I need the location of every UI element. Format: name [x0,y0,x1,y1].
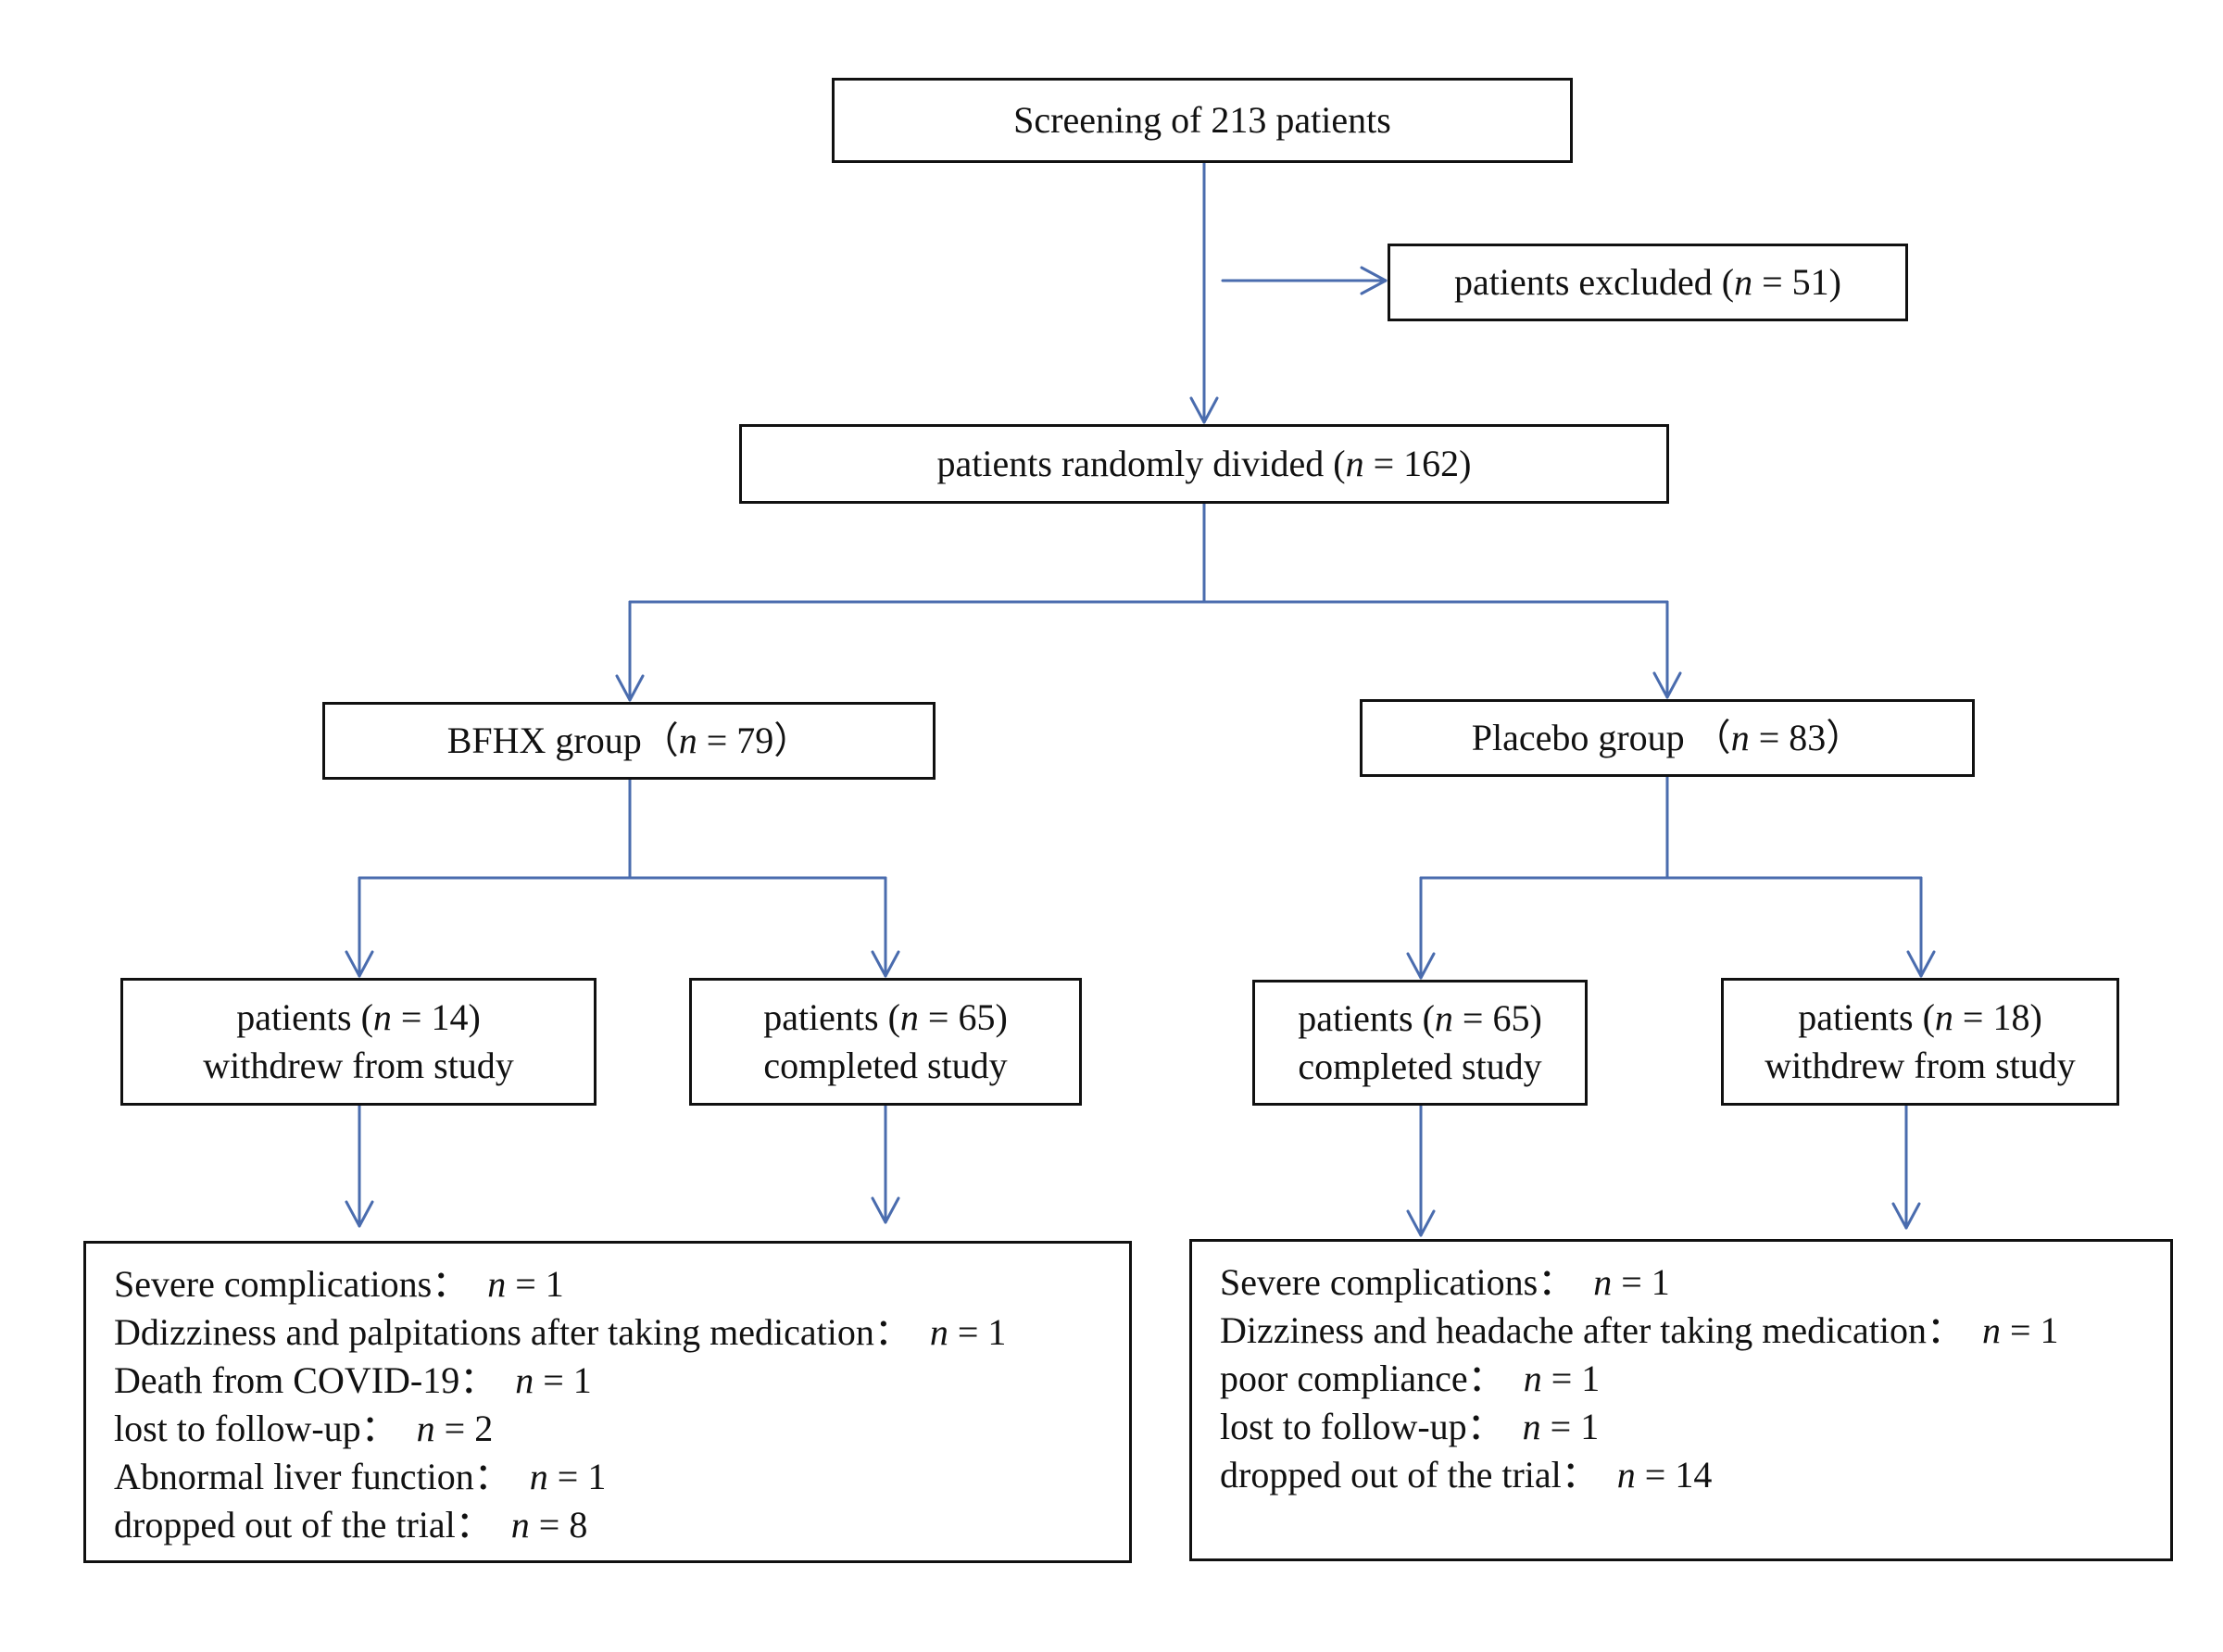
reason-n-symbol: n [416,1408,435,1449]
arrow-bfhx-completed-down-head [871,1196,900,1224]
reason-n-symbol: n [929,1311,948,1353]
reason-n-symbol: n [529,1456,548,1497]
reason-count: = 1 [1541,1358,1601,1399]
arrow-to-placebo-group-head [1652,671,1682,699]
reason-label: dropped out of the trial： [1220,1454,1599,1496]
reason-item: Ddizziness and palpitations after taking… [114,1308,1006,1357]
excluded-label: patients excluded (n = 51) [1454,261,1841,303]
reason-label: Dizziness and headache after taking medi… [1220,1309,1964,1351]
reason-label: Death from COVID-19： [114,1359,497,1401]
placebo-withdrew-box: patients (n = 18) withdrew from study [1721,978,2119,1106]
bfhx-completed-status: completed study [763,1045,1008,1086]
placebo-withdrew-count: patients (n = 18) [1798,996,2042,1038]
placebo-completed-box: patients (n = 65) completed study [1252,980,1588,1106]
arrow-to-bfhx-completed-head [871,950,900,978]
screening-label: Screening of 213 patients [1013,99,1391,141]
arrow-screening-to-randomized-head [1189,396,1219,424]
reason-label: lost to follow-up： [114,1408,398,1449]
reason-count: = 1 [506,1263,564,1305]
reason-item: lost to follow-up： n = 1 [1220,1403,1599,1451]
reason-item: lost to follow-up： n = 2 [114,1405,493,1453]
reason-count: = 1 [948,1311,1007,1353]
reason-item: poor compliance： n = 1 [1220,1355,1600,1403]
placebo-completed-status: completed study [1298,1045,1542,1087]
bfhx-group-label: BFHX group（n = 79） [446,720,811,761]
reason-item: Severe complications： n = 1 [1220,1258,1670,1307]
reason-count: = 1 [1612,1261,1670,1303]
placebo-group-label: Placebo group （n = 83） [1471,717,1864,758]
reason-n-symbol: n [1982,1309,2001,1351]
randomized-label: patients randomly divided (n = 162) [936,443,1472,484]
placebo-group-box: Placebo group （n = 83） [1360,699,1975,777]
arrow-placebo-completed-down-head [1406,1209,1436,1237]
arrow-placebo-withdrew-to-reasons-head [1891,1202,1921,1230]
bfhx-group-box: BFHX group（n = 79） [322,702,936,780]
reason-item: Severe complications： n = 1 [114,1260,564,1308]
reason-label: dropped out of the trial： [114,1504,493,1546]
reason-item: dropped out of the trial： n = 8 [114,1501,587,1549]
reason-label: Abnormal liver function： [114,1456,511,1497]
arrow-to-placebo-withdrew-head [1906,950,1936,978]
reason-item: Death from COVID-19： n = 1 [114,1357,592,1405]
reason-count: = 2 [434,1408,494,1449]
reason-count: = 1 [547,1456,607,1497]
bfhx-withdrew-status: withdrew from study [203,1045,514,1086]
reason-count: = 1 [534,1359,592,1401]
reason-label: Severe complications： [1220,1261,1576,1303]
reason-label: Ddizziness and palpitations after taking… [114,1311,911,1353]
reason-n-symbol: n [510,1504,530,1546]
excluded-box: patients excluded (n = 51) [1388,244,1908,321]
bfhx-completed-box: patients (n = 65) completed study [689,978,1082,1106]
arrow-to-excluded-head [1360,266,1388,295]
bfhx-withdrew-count: patients (n = 14) [236,996,481,1038]
arrow-to-bfhx-withdrew-head [345,950,374,978]
reason-n-symbol: n [1593,1261,1613,1303]
reason-n-symbol: n [1616,1454,1636,1496]
reason-item: Dizziness and headache after taking medi… [1220,1307,2059,1355]
placebo-withdrew-status: withdrew from study [1765,1045,2076,1086]
reason-n-symbol: n [1522,1406,1541,1447]
reason-count: = 8 [529,1504,588,1546]
randomized-box: patients randomly divided (n = 162) [739,424,1669,504]
reason-label: Severe complications： [114,1263,470,1305]
reason-count: = 1 [2001,1309,2059,1351]
arrow-to-bfhx-group-head [615,674,645,702]
reason-label: poor compliance： [1220,1358,1505,1399]
screening-box: Screening of 213 patients [832,78,1573,163]
bfhx-withdrew-box: patients (n = 14) withdrew from study [120,978,597,1106]
reason-count: = 14 [1635,1454,1713,1496]
reason-n-symbol: n [515,1359,534,1401]
reason-n-symbol: n [1523,1358,1542,1399]
arrow-bfhx-withdrew-to-reasons-head [345,1200,374,1228]
arrow-to-placebo-completed-head [1406,952,1436,980]
reason-item: dropped out of the trial： n = 14 [1220,1451,1712,1499]
bfhx-completed-count: patients (n = 65) [763,996,1008,1038]
reason-count: = 1 [1540,1406,1600,1447]
reason-label: lost to follow-up： [1220,1406,1504,1447]
reason-n-symbol: n [487,1263,507,1305]
placebo-completed-count: patients (n = 65) [1298,997,1542,1039]
reason-item: Abnormal liver function： n = 1 [114,1453,606,1501]
